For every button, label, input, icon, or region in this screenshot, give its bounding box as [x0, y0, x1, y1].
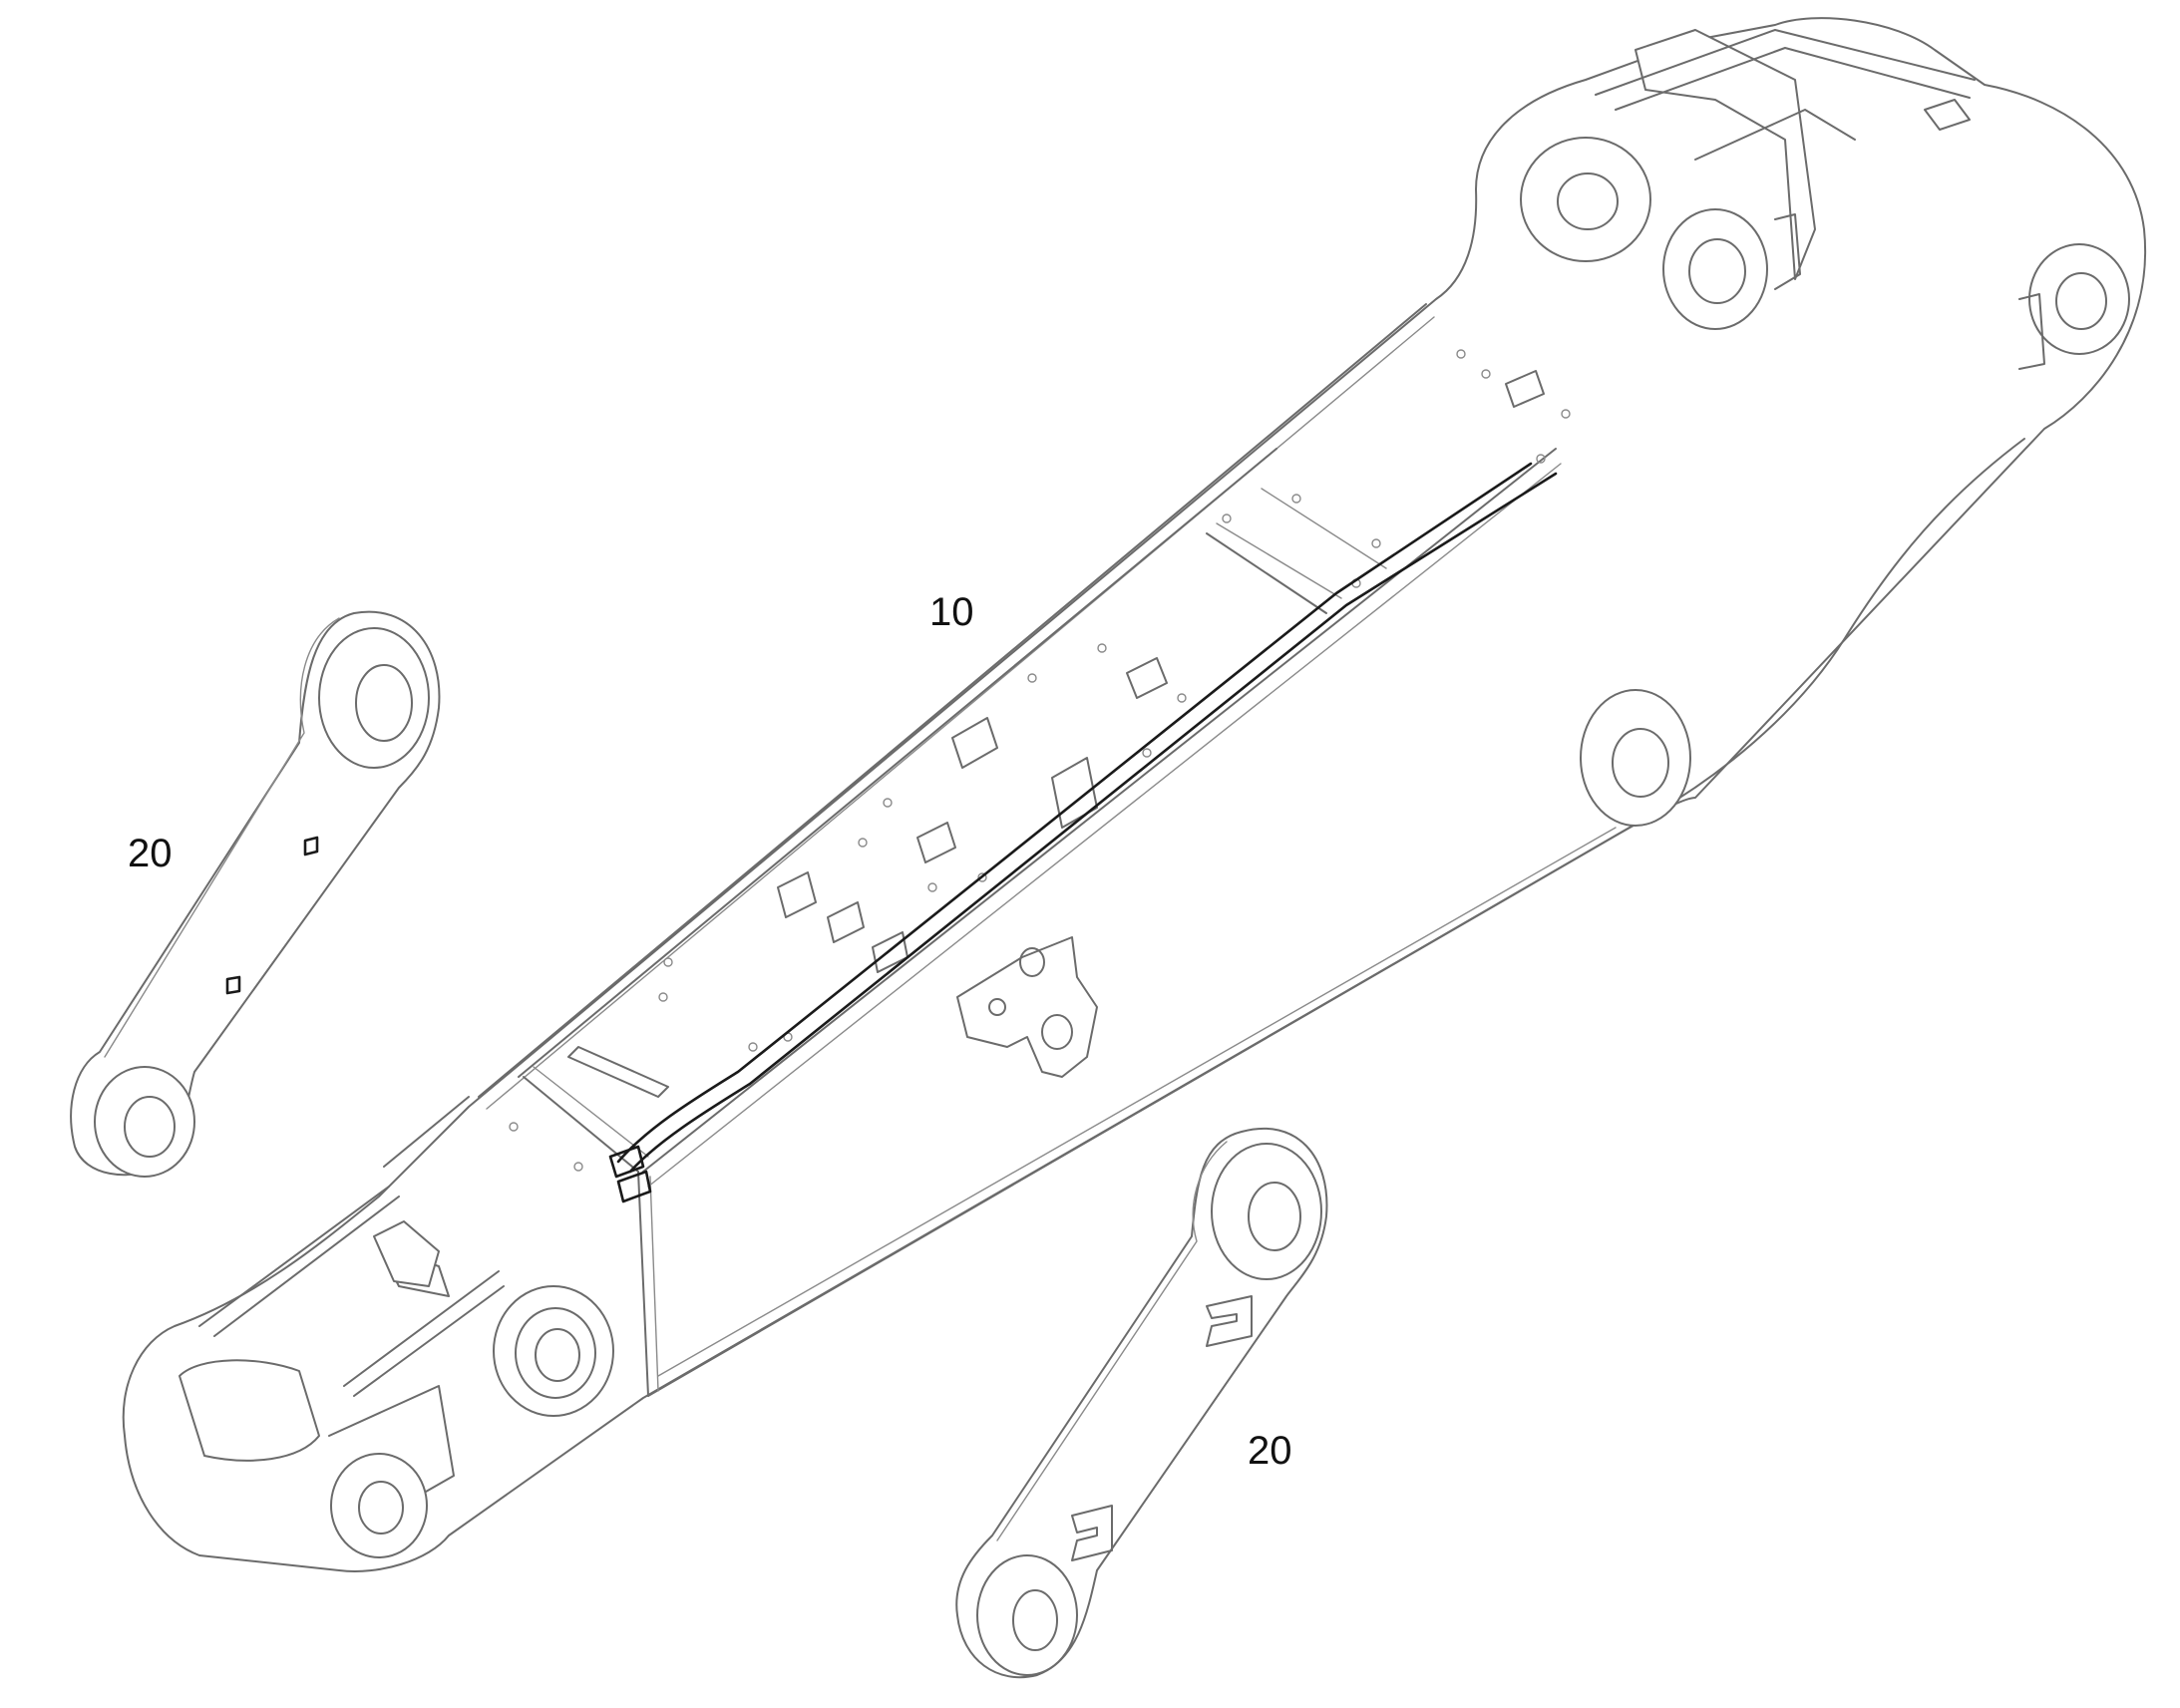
- boom-section-seam: [637, 1171, 649, 1397]
- boom-cross-member-upper: [1206, 532, 1327, 614]
- strip-plate: [567, 1046, 669, 1098]
- pad-1: [951, 717, 998, 769]
- boom-foot-pin-boss: [330, 1453, 428, 1558]
- boom-head-top-rail: [1595, 29, 1976, 96]
- stud: [658, 992, 668, 1002]
- hose-fitting-2: [616, 1170, 652, 1203]
- boom-cross-member-lower-2: [533, 1066, 649, 1158]
- stud: [883, 798, 893, 808]
- boom-cross-member-upper-2: [1216, 522, 1342, 599]
- pad-7: [1126, 657, 1168, 699]
- boom-top-flange-edge: [478, 303, 1427, 1098]
- stud: [1371, 538, 1381, 548]
- boom-head-pin-boss-2: [1662, 208, 1768, 330]
- stud: [1142, 748, 1152, 758]
- bracket-hole-3: [988, 998, 1006, 1016]
- callout-link-right: 20: [1248, 1429, 1292, 1473]
- boom-foot-strip-1: [198, 1186, 390, 1327]
- stud: [927, 882, 937, 892]
- stud: [1177, 693, 1187, 703]
- boom-assembly: [122, 17, 2147, 1572]
- pad-5: [827, 901, 865, 943]
- stud: [748, 1042, 758, 1052]
- link-left: [70, 610, 441, 1178]
- link-right-clip-2: [1071, 1505, 1113, 1561]
- link-right-lower-bore: [1012, 1589, 1058, 1651]
- pad-3: [916, 822, 956, 863]
- link-right-edge: [996, 1141, 1228, 1541]
- boom-foot-pin-bore: [358, 1481, 404, 1535]
- stud: [1097, 643, 1107, 653]
- link-left-grease-fitting-2: [225, 975, 241, 995]
- hose-fitting-1: [608, 1145, 645, 1179]
- hydraulic-hoses: [608, 462, 1558, 1203]
- pad-8: [1505, 370, 1545, 408]
- boom-bracket-plate: [956, 936, 1098, 1078]
- boom-head-clip-2: [2018, 293, 2045, 370]
- boom-foot-cyl-bore: [535, 1328, 580, 1382]
- hose-1: [616, 462, 1533, 1164]
- boom-foot-saddle: [179, 1359, 320, 1462]
- stud: [573, 1162, 583, 1172]
- link-left-upper-bore: [355, 664, 413, 742]
- callout-boom: 10: [929, 590, 974, 634]
- stud: [663, 957, 673, 967]
- boom-foot-strip-4: [343, 1270, 500, 1387]
- boom-head-pin-bore-3: [2055, 272, 2107, 330]
- boom-head-pin-boss-3: [2028, 243, 2130, 355]
- link-left-grease-fitting-1: [303, 836, 319, 856]
- boom-lower-chord: [647, 438, 2025, 1397]
- boom-head-pin-boss-1: [1520, 137, 1651, 262]
- link-right-lower-boss: [976, 1554, 1078, 1676]
- boom-section-seam-2: [649, 1176, 659, 1392]
- boom-head-top-rail-2: [1615, 47, 1971, 111]
- boom-web-edge-left: [518, 448, 1277, 1078]
- link-left-lower-boss: [94, 1066, 195, 1178]
- link-right: [955, 1127, 1328, 1679]
- boom-cross-member-lower: [523, 1076, 639, 1173]
- link-right-upper-bore: [1248, 1182, 1301, 1251]
- bracket-hole-2: [1041, 1014, 1073, 1050]
- stud: [1027, 673, 1037, 683]
- boom-foot-cyl-boss: [493, 1285, 614, 1417]
- boom-head-pin-bore-1: [1557, 172, 1619, 230]
- link-left-lower-bore: [124, 1096, 176, 1158]
- boom-foot-strip-5: [353, 1285, 505, 1397]
- pad-9: [373, 1220, 440, 1287]
- boom-head-pin-bore-2: [1688, 238, 1746, 304]
- callout-link-left: 20: [128, 832, 173, 875]
- boom-cross-member-mid: [1261, 488, 1387, 569]
- stud: [1222, 513, 1232, 523]
- stud: [1536, 454, 1546, 464]
- stud: [977, 872, 987, 882]
- boom-mid-pin-bore: [1612, 728, 1669, 798]
- boom-foot-cyl-ring: [515, 1307, 596, 1399]
- hose-2: [628, 472, 1558, 1174]
- boom-foot-strip-3: [383, 1096, 470, 1168]
- boom-head-clip-1: [1774, 213, 1801, 290]
- stud: [1481, 369, 1491, 379]
- link-left-edge: [104, 617, 340, 1058]
- boom-head-plate: [1924, 99, 1971, 131]
- stud: [1291, 494, 1301, 504]
- pad-4: [777, 871, 817, 918]
- boom-mid-pin-boss: [1580, 689, 1691, 827]
- stud: [1561, 409, 1571, 419]
- link-right-clip-1: [1206, 1295, 1253, 1347]
- boom-head-crossbar: [1694, 109, 1856, 161]
- boom-foot-end: [179, 1096, 614, 1558]
- boom-web-edge-right-inner: [647, 463, 1562, 1188]
- stud: [858, 838, 868, 848]
- stud: [509, 1122, 519, 1132]
- boom-foot-strip-2: [213, 1196, 400, 1337]
- boom-head-end: [1520, 29, 2130, 370]
- bracket-hole-1: [1019, 947, 1045, 977]
- boom-lower-chord-inner: [657, 827, 1617, 1377]
- boom-body-outline: [122, 17, 2147, 1572]
- link-right-upper-boss: [1211, 1143, 1322, 1280]
- stud: [1456, 349, 1466, 359]
